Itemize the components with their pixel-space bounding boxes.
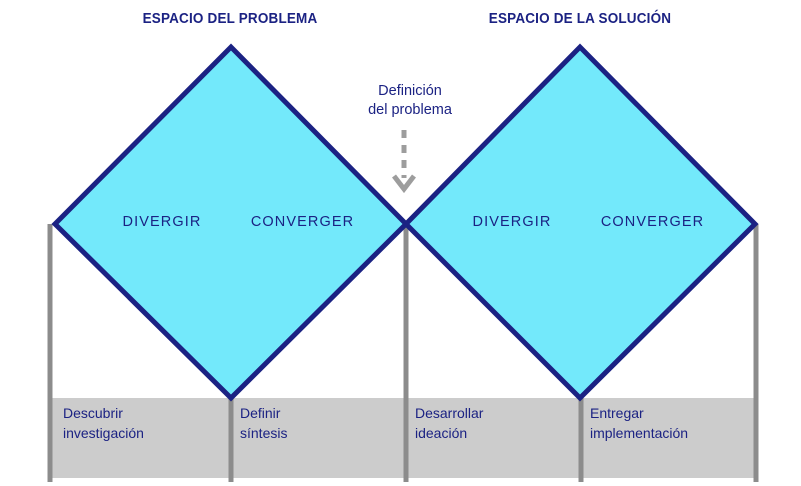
problem-diverge-label: DIVERGIR <box>122 214 202 230</box>
problem-space-title: ESPACIO DEL PROBLEMA <box>142 11 318 27</box>
phase-define-line1: Definir <box>240 405 281 421</box>
dashed-down-arrow-icon <box>392 130 416 194</box>
phase-define-line2: síntesis <box>240 424 288 441</box>
rule-center <box>403 224 409 482</box>
phase-discover-line1: Descubrir <box>63 405 123 421</box>
problem-definition-annotation: Definición del problema <box>330 82 490 120</box>
phase-label-develop: Desarrollar ideación <box>415 404 580 443</box>
solution-diamond-shape <box>402 43 759 402</box>
phase-deliver-line2: implementación <box>590 424 689 441</box>
solution-converge-label: CONVERGER <box>600 214 705 230</box>
rule-right <box>753 224 759 482</box>
annotation-line-2: del problema <box>368 102 452 118</box>
rule-left <box>47 224 53 482</box>
phase-label-define: Definir síntesis <box>240 404 400 443</box>
solution-space-title: ESPACIO DE LA SOLUCIÓN <box>488 11 672 27</box>
phase-deliver-line1: Entregar <box>590 405 644 421</box>
phase-discover-line2: investigación <box>63 424 144 441</box>
solution-diverge-label: DIVERGIR <box>472 214 552 230</box>
phase-develop-line2: ideación <box>415 424 468 441</box>
phase-label-discover: Descubrir investigación <box>63 404 228 443</box>
problem-converge-label: CONVERGER <box>250 214 355 230</box>
phase-develop-line1: Desarrollar <box>415 405 484 421</box>
annotation-line-1: Definición <box>378 83 442 99</box>
phase-label-deliver: Entregar implementación <box>590 404 760 443</box>
